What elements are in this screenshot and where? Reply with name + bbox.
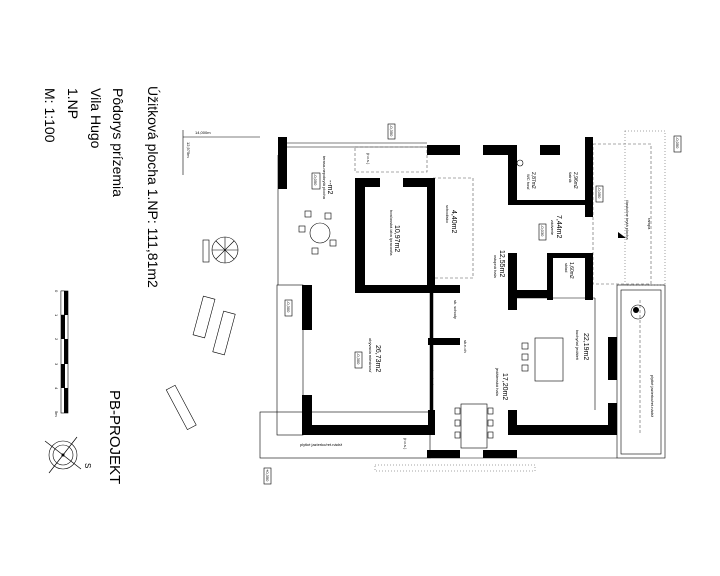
compass-label: S — [83, 463, 92, 468]
plant-icon — [630, 304, 646, 320]
note-cabinet: sk.n.ch — [463, 340, 468, 353]
note-covered: čiastočne krytá plocha — [625, 200, 630, 240]
note-ros: (r.o.s.) — [366, 153, 371, 165]
usable-area-label: Úžitková plocha 1.NP: 111,81m2 — [145, 86, 161, 288]
room-area: 2,96m2 — [572, 172, 578, 189]
scale-tick: 5m — [54, 411, 59, 417]
height-total: 14,000m — [195, 130, 211, 135]
floor-label: 1.NP — [65, 88, 81, 119]
title-block: Úžitková plocha 1.NP: 111,81m2 Pôdorys p… — [42, 86, 161, 484]
plan-name: Pôdorys prízemia — [110, 88, 126, 197]
room-name: hosťovská izba /pracovňa — [389, 210, 394, 256]
note-stairs: sk. schody — [430, 368, 435, 387]
scale-tick: 2 — [54, 338, 59, 341]
level-mark: -0,030 — [540, 225, 545, 237]
note-ros: (r.o.s.) — [403, 438, 408, 450]
room-name: WC hosť — [526, 174, 531, 190]
pool-icon — [165, 384, 197, 431]
room-labels: --m2 terasa-nepokrytá plocha 10,97m2 hos… — [322, 156, 589, 400]
project-name: Vila Hugo — [88, 88, 104, 149]
room-name: terasa-nepokrytá plocha — [322, 156, 327, 200]
height-attic: 12,975m — [186, 142, 191, 158]
room-area: --m2 — [326, 180, 333, 194]
room-area: 4,40m2 — [450, 210, 457, 233]
note-pond-bottom: plytké jazierko/ret.nádrž — [300, 442, 342, 447]
site-outlines — [259, 130, 666, 472]
sun-loungers-icon — [192, 295, 236, 356]
room-name: šatník — [568, 172, 573, 183]
room-name: obývacia miestnosť — [368, 338, 373, 373]
level-mark: -0,050 — [597, 187, 602, 199]
scale-tick: 4 — [54, 387, 59, 390]
room-area: 10,97m2 — [393, 225, 400, 252]
furniture — [298, 159, 646, 449]
room-area: 22,19m2 — [582, 333, 589, 360]
note-ramp: rampa — [647, 218, 652, 230]
walls — [278, 137, 617, 458]
scale-tick: 0 — [54, 290, 59, 293]
level-mark: +0,350 — [265, 469, 270, 482]
company-label: PB-PROJEKT — [106, 390, 123, 484]
room-area: 7,44m2 — [555, 215, 562, 238]
note-stairs: sk. schody — [453, 300, 458, 319]
room-name: jedálenská hala — [495, 367, 500, 397]
level-mark: -0,350 — [389, 125, 394, 137]
level-mark: -0,300 — [356, 353, 361, 365]
level-marks: -0,350 -0,050 -0,050 -0,050 -0,030 -0,30… — [263, 123, 682, 485]
entrance-arrow-icon — [618, 232, 626, 238]
level-mark: -0,050 — [675, 137, 680, 149]
level-mark: -0,300 — [286, 301, 291, 313]
room-name: vstupná hala — [493, 255, 498, 278]
round-table-icon — [202, 236, 239, 264]
room-area: 17,20m2 — [501, 373, 508, 400]
scale-label: M: 1:100 — [42, 88, 58, 143]
room-area: 2,87m2 — [530, 172, 536, 189]
note-pond-right: plytké jazierko/ret.nádrž — [650, 375, 655, 417]
scale-bar: 0 1 2 3 4 5m — [54, 290, 69, 417]
scale-tick: 3 — [54, 363, 59, 366]
level-mark: -0,050 — [313, 174, 318, 186]
height-marks: 14,000m 12,975m — [182, 130, 260, 175]
room-name: sklad — [564, 263, 569, 272]
north-arrow-icon: S — [44, 436, 92, 474]
room-area: 12,55m2 — [498, 250, 505, 277]
plan-notes: rampa čiastočne krytá plocha plytké jazi… — [300, 153, 655, 450]
toilet-icon — [516, 159, 524, 167]
room-name: zádverie — [550, 220, 555, 236]
scale-tick: 1 — [54, 314, 59, 317]
room-area: 1,60m2 — [568, 262, 574, 279]
room-name: schodisko — [445, 205, 450, 224]
room-area: 26,73m2 — [374, 345, 381, 372]
room-name: kuchyňa/ jedáleň — [575, 330, 580, 360]
